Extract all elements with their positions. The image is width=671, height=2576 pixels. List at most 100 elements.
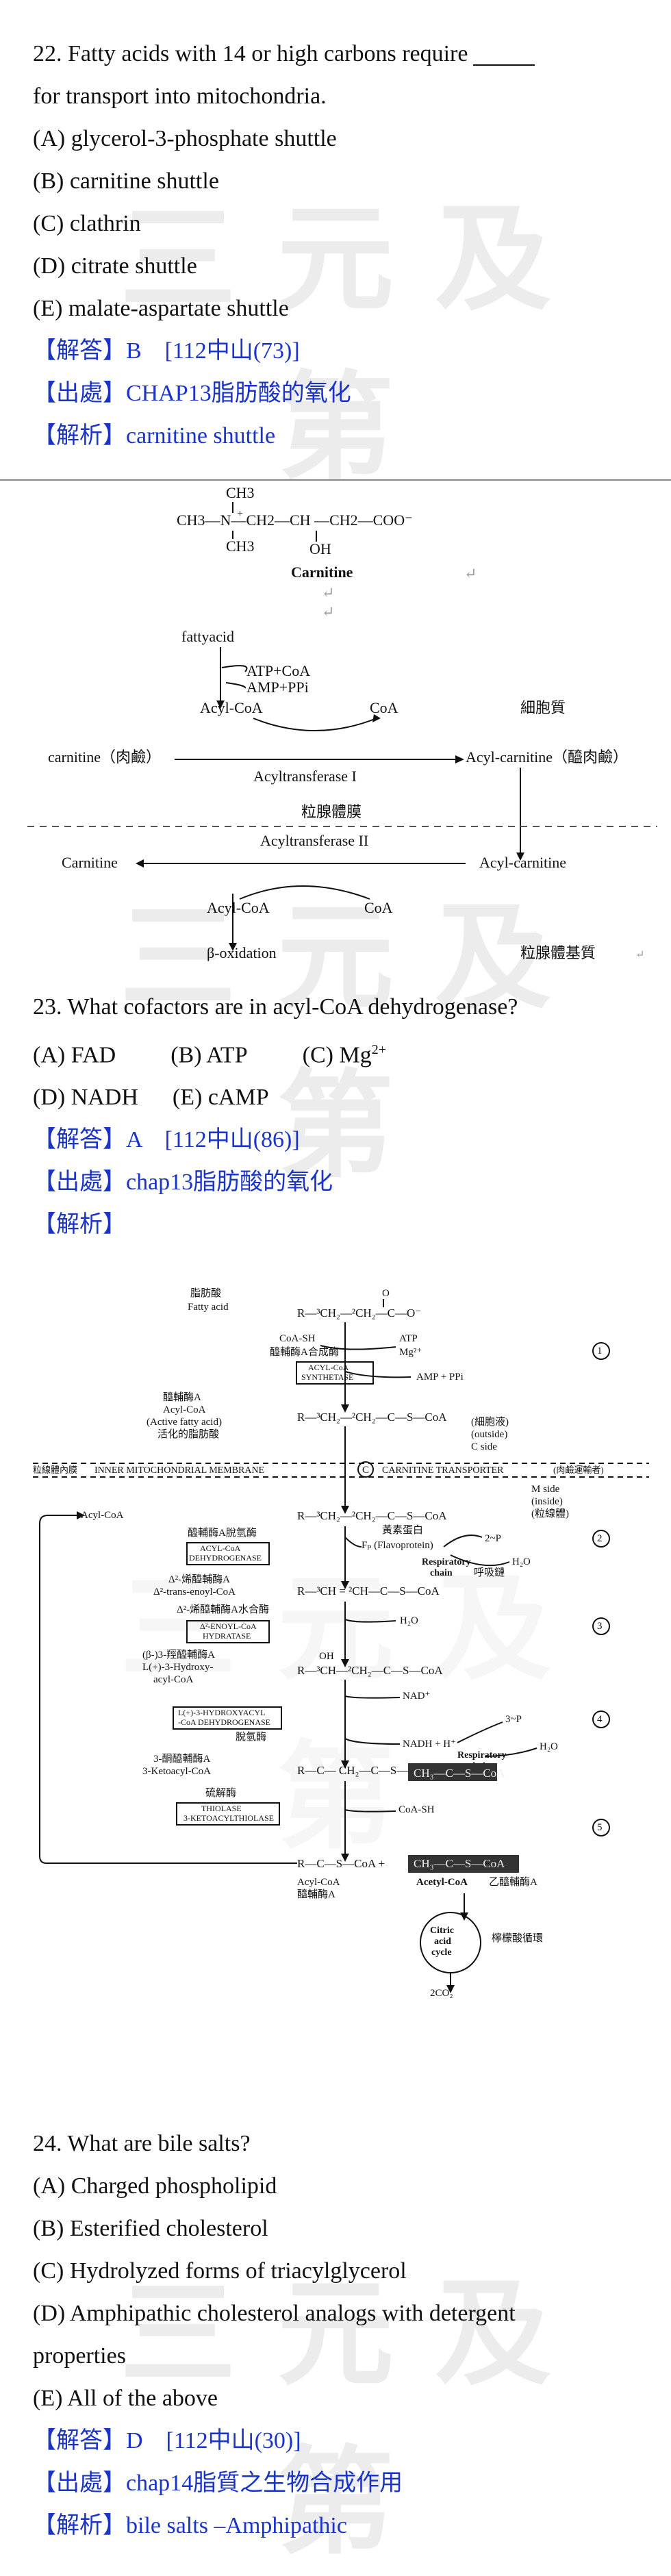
- option-c: (C) Mg: [302, 1042, 372, 1068]
- fig2-fa-en: Fatty acid: [188, 1302, 229, 1313]
- fig2-box5a: THIOLASE: [201, 1804, 242, 1813]
- fig1-amp-ppi: AMP+PPi: [246, 679, 309, 696]
- fig2-acyl-bottom-cn: 醯輔酶A: [297, 1889, 336, 1900]
- fig2-formula6: R—C— CH₂—C—S—CoA: [297, 1764, 431, 1777]
- option-e: (E) cAMP: [172, 1085, 269, 1111]
- option-d: (D) citrate shuttle: [33, 253, 197, 279]
- question-22: 22. Fatty acids with 14 or high carbons …: [33, 33, 649, 457]
- option-e: (E) malate-aspartate shuttle: [33, 296, 289, 321]
- fig1-n-plus: +: [237, 508, 243, 520]
- fig1-cytoplasm: 細胞質: [520, 699, 566, 716]
- fig2-hydroxy-cn: (β-)3-羥醯輔酶A: [142, 1649, 215, 1660]
- fig1-transferase2: Acyltransferase II: [260, 832, 368, 849]
- fig2-membrane-cn: 粒線體內膜: [33, 1465, 77, 1475]
- fig2-box4b: -CoA DEHYDROGENASE: [178, 1717, 270, 1727]
- fig2-outside-en: (outside): [471, 1429, 507, 1440]
- fig2-acetyl-formula-shaded: CH₃—C—S—CoA: [414, 1857, 505, 1870]
- fig2-atp: ATP: [399, 1333, 418, 1344]
- fig2-resp2: Respiratory: [457, 1750, 507, 1760]
- fig2-formula3: R—³CH₂—²CH₂—C—S—CoA: [297, 1509, 447, 1522]
- fig1-carnitine-left: carnitine（肉鹼）: [48, 748, 161, 766]
- option-b: (B) Esterified cholesterol: [33, 2216, 268, 2241]
- fig2-circ3: 3: [597, 1621, 603, 1632]
- option-c: (C) Hydrolyzed forms of triacylglycerol: [33, 2258, 407, 2284]
- fig2-acyl-cn: 醯輔酶A: [163, 1391, 201, 1403]
- question-stem: 22. Fatty acids with 14 or high carbons …: [33, 33, 649, 75]
- fig2-circ4: 4: [597, 1714, 603, 1725]
- fig2-coash: CoA-SH: [279, 1333, 316, 1344]
- fig2-inside: (inside): [531, 1496, 563, 1507]
- fig1-matrix: 粒腺體基質: [520, 944, 596, 961]
- watermark: 三元及第: [119, 890, 592, 1194]
- fig2-h2o3: H₂O: [540, 1741, 558, 1752]
- fig1-carnitine-bottom: Carnitine: [62, 854, 118, 871]
- fig2-outside-cn: (細胞液): [471, 1416, 509, 1428]
- fig2-acyl-left: Acyl-CoA: [81, 1510, 124, 1521]
- fig2-o-top: O: [382, 1288, 390, 1299]
- fig2-hydroxy-en2: acyl-CoA: [153, 1674, 193, 1685]
- watermark: 三元及第: [119, 192, 592, 496]
- analysis-line: 【解析】: [33, 1212, 126, 1238]
- fig1-acyl-coa-top: Acyl-CoA: [200, 699, 263, 716]
- fig2-circ5: 5: [597, 1822, 603, 1833]
- fig1-oh: OH: [309, 540, 331, 557]
- fig2-resp: Respiratory: [422, 1557, 471, 1567]
- fig2-acyl-cn2: 活化的脂肪酸: [157, 1428, 219, 1440]
- fig1-fattyacid: fattyacid: [181, 628, 234, 645]
- carnitine-shuttle-figure: CH3 CH3—N—CH2—CH —CH2—COO⁻ + CH3 OH Carn…: [27, 484, 657, 961]
- options-row-1: (A) FAD(B) ATP(C) Mg2+: [33, 1028, 649, 1076]
- fig2-acyl-en2: (Active fatty acid): [147, 1417, 222, 1428]
- fig2-hydroxy-en1: L(+)-3-Hydroxy-: [142, 1662, 213, 1673]
- question-stem-cont: for transport into mitochondria.: [33, 84, 327, 109]
- fig1-return: ↵: [635, 949, 644, 961]
- question-23: 23. What cofactors are in acyl-CoA dehyd…: [33, 986, 649, 1246]
- analysis-line: 【解析】carnitine shuttle: [33, 423, 276, 449]
- option-c-sup: 2+: [371, 1042, 386, 1057]
- option-d-cont: properties: [33, 2343, 126, 2369]
- fig2-hyd-cn: Δ²-烯醯輔酶A水合酶: [177, 1604, 269, 1615]
- fig2-mg: Mg²⁺: [399, 1347, 422, 1358]
- fig2-formula1: R—³CH₂—²CH₂—C—O⁻: [297, 1306, 421, 1319]
- fig1-formula: CH3—N—CH2—CH —CH2—COO⁻: [177, 512, 413, 529]
- options-row-2: (D) NADH(E) cAMP: [33, 1076, 649, 1119]
- fig2-twop: 2~P: [485, 1533, 501, 1544]
- fig1-beta-oxidation: β-oxidation: [207, 944, 277, 961]
- fig1-return: ↵: [322, 603, 334, 620]
- fig2-nad: NAD⁺: [403, 1691, 430, 1702]
- fig2-box3b: HYDRATASE: [203, 1631, 251, 1641]
- fig2-box2b: DEHYDROGENASE: [189, 1553, 262, 1563]
- source-line: 【出處】CHAP13脂肪酸的氧化: [33, 381, 351, 406]
- fig1-return: ↵: [322, 584, 334, 601]
- fig2-transporter: CARNITINE TRANSPORTER: [382, 1465, 504, 1476]
- fig2-transporter-cn: (肉鹼運輸者): [553, 1465, 604, 1475]
- fig2-c-mark: C: [362, 1465, 369, 1476]
- question-24: 24. What are bile salts? (A) Charged pho…: [33, 2123, 649, 2547]
- fig2-matrix-cn: (粒線體): [531, 1508, 569, 1519]
- fig2-h2o1: H₂O: [512, 1556, 531, 1567]
- fig1-ch3-bottom: CH3: [226, 538, 255, 555]
- fig2-citric2: acid: [434, 1936, 451, 1947]
- fig1-coa-top: CoA: [370, 699, 398, 716]
- answer-line: 【解答】D [112中山(30)]: [33, 2428, 301, 2453]
- fig1-return: ↵: [464, 565, 477, 582]
- fig1-membrane-label: 粒腺體膜: [301, 803, 362, 820]
- option-d: (D) Amphipathic cholesterol analogs with…: [33, 2301, 516, 2326]
- fig2-formula5: R—³CH—²CH₂—C—S—CoA: [297, 1664, 443, 1677]
- fig2-keto-cn: 3-酮醯輔酶A: [153, 1753, 210, 1765]
- fig2-flavo-cn: 黃素蛋白: [382, 1524, 423, 1536]
- source-line: 【出處】chap13脂肪酸的氧化: [33, 1170, 333, 1196]
- answer-line: 【解答】A [112中山(86)]: [33, 1127, 300, 1153]
- fig2-box2a: ACYL-CoA: [200, 1543, 241, 1553]
- answer-line: 【解答】B [112中山(73)]: [33, 338, 300, 364]
- answer-blank: [473, 45, 535, 66]
- fig2-box1a: ACYL-CoA: [308, 1363, 349, 1372]
- fig2-circ2: 2: [597, 1533, 603, 1544]
- question-stem: 23. What cofactors are in acyl-CoA dehyd…: [33, 994, 518, 1020]
- fig2-formula2: R—³CH₂—²CH₂—C—S—CoA: [297, 1411, 447, 1424]
- fig1-acyl-coa-bottom: Acyl-CoA: [207, 899, 270, 916]
- fig1-atp-coa: ATP+CoA: [246, 662, 310, 679]
- option-b: (B) carnitine shuttle: [33, 168, 219, 194]
- fig2-thio-cn: 硫解酶: [205, 1787, 236, 1799]
- fig2-enoyl-en: Δ²-trans-enoyl-CoA: [153, 1587, 236, 1598]
- fig1-acyl-carnitine-top: Acyl-carnitine（醯肉鹼）: [466, 748, 628, 766]
